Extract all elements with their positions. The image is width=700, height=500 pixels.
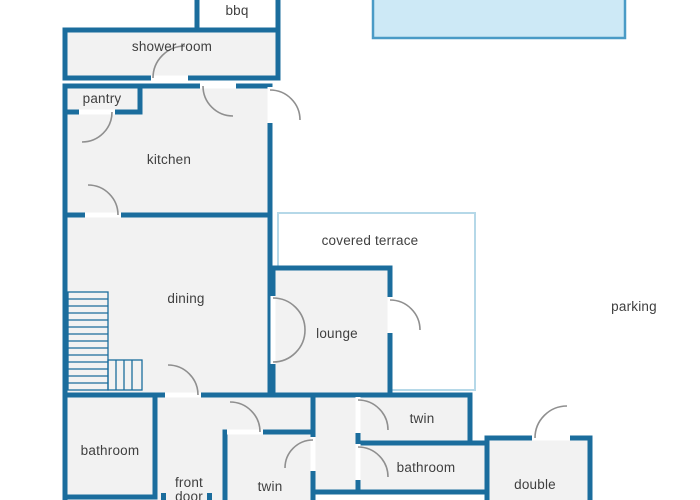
label-covered-terrace: covered terrace [322,233,419,248]
label-twin-bottom: twin [258,479,283,494]
label-kitchen: kitchen [147,152,191,167]
door-arc-double [534,405,568,439]
door-gap [200,83,236,89]
label-front-door-1: front [175,475,203,490]
door-gap [270,296,276,364]
label-dining: dining [167,291,204,306]
door-arc-kitchen-side [269,89,301,121]
door-gap [355,444,361,480]
door-arc-kitchen-top [202,85,234,117]
label-bathroom-left: bathroom [81,443,140,458]
label-twin-right: twin [410,411,435,426]
door-arc-dining [87,184,119,216]
room-bathroom-left [62,392,158,500]
room-dining [62,212,273,398]
door-arc-lounge-terrace [389,299,421,331]
door-gap [151,75,188,81]
label-parking: parking [611,299,657,314]
door-arc-twin-bottom-side [284,439,314,469]
label-front-door-2: door [175,489,203,500]
hallway-right [310,392,361,495]
stairs [67,291,143,391]
label-bbq: bbq [225,3,248,18]
door-gap [310,437,316,471]
label-shower-room: shower room [132,39,212,54]
door-gap [165,392,201,398]
door-arc-bathroom-right [357,446,389,478]
door-gap [532,435,570,441]
door-arc-shower [152,45,186,79]
door-arc-hall [167,364,199,396]
door-arc-lounge-arch [272,297,306,363]
door-gap [227,429,263,435]
label-pantry: pantry [83,91,122,106]
label-lounge: lounge [316,326,358,341]
door-gap [355,397,361,433]
front-door-stub [161,493,166,500]
pool-area [371,0,627,40]
door-arc-pantry [81,111,113,143]
door-gap [79,109,115,115]
door-gap [267,87,273,123]
room-pantry [62,83,143,115]
front-door-stub [207,493,212,500]
door-arc-twin-right [357,399,389,431]
door-gap [85,212,121,218]
room-bbq [194,0,281,33]
door-arc-twin-bottom-top [229,401,261,433]
label-bathroom-right: bathroom [397,460,456,475]
room-shower [62,27,281,81]
door-gap [387,297,393,333]
label-double: double [514,477,556,492]
